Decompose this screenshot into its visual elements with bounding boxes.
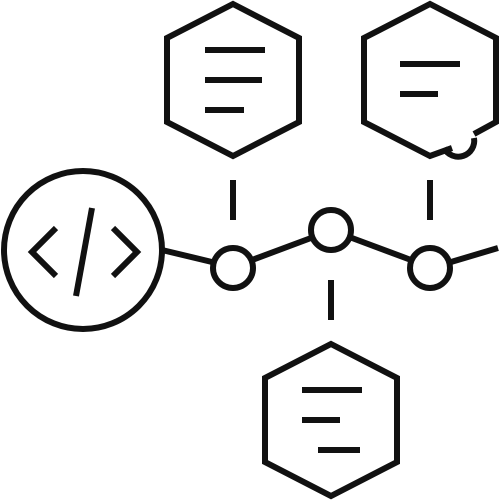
code-slash <box>73 207 95 297</box>
connector-node3-to-edge <box>450 245 499 265</box>
hexagon-broken-arc <box>441 137 478 160</box>
junction-node-3 <box>407 245 453 291</box>
connector-node2-to-node3 <box>350 235 413 263</box>
network-connectors <box>161 180 499 320</box>
junction-node-2 <box>308 207 354 253</box>
hexagon-outline <box>164 0 302 160</box>
junction-node-1 <box>210 245 256 291</box>
document-hexagon-icon <box>361 0 499 160</box>
code-right-bracket <box>110 225 142 279</box>
hexagon-outline <box>262 340 400 500</box>
hexagon-outline <box>361 0 499 160</box>
connector-code-to-node1 <box>161 247 213 265</box>
document-hexagon-icon <box>262 340 400 500</box>
document-hexagon-icon <box>164 0 302 160</box>
connector-node1-to-node2 <box>250 235 313 263</box>
code-icon <box>1 168 165 332</box>
code-left-bracket <box>27 225 59 279</box>
